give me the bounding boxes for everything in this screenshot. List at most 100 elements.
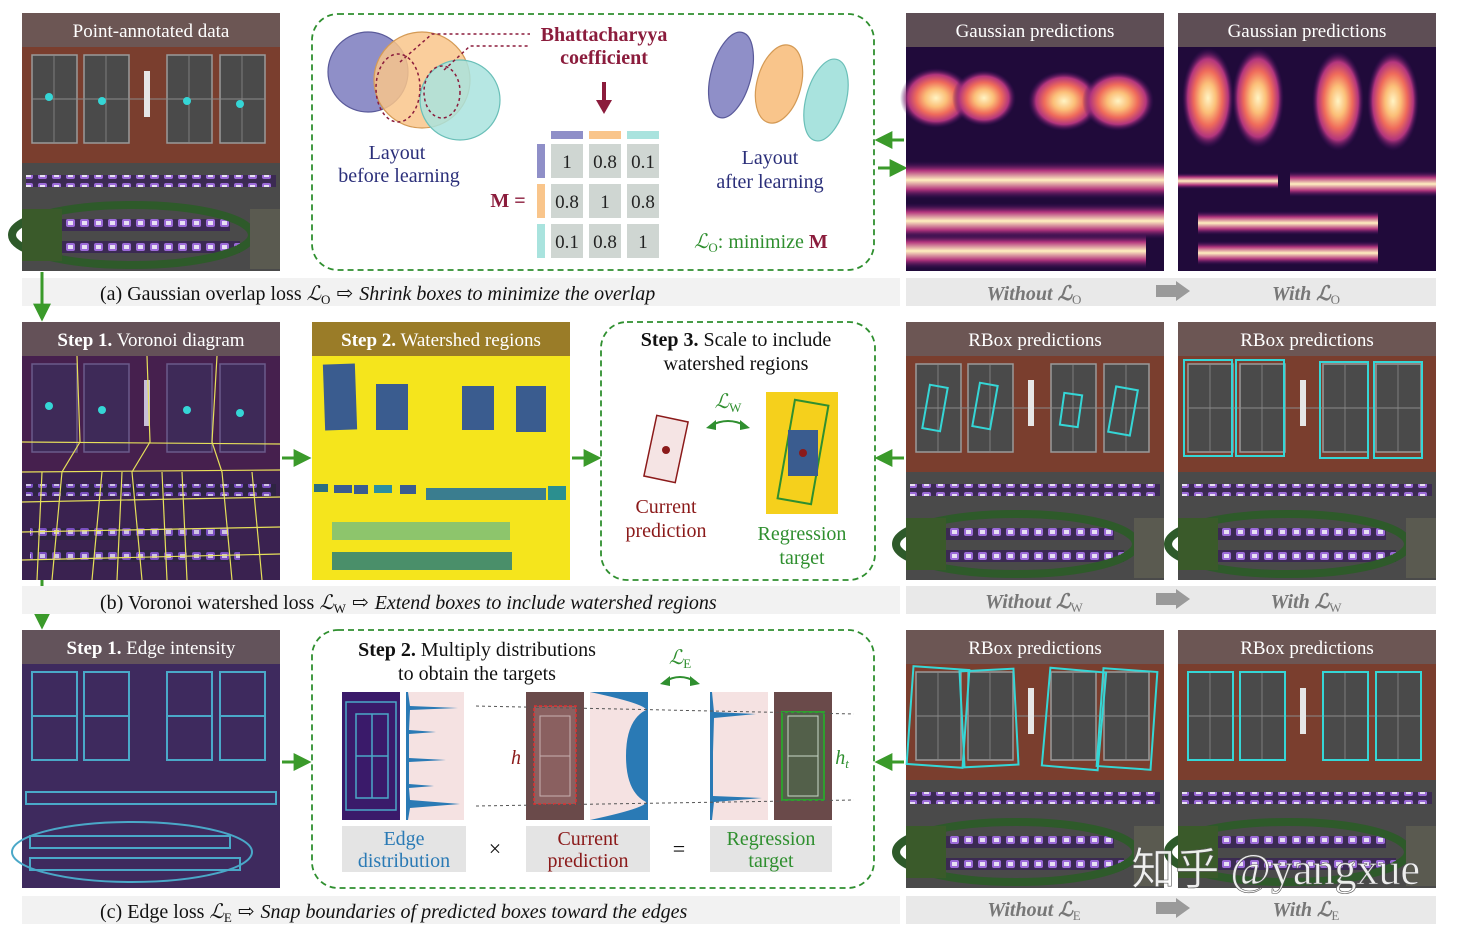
before-label-2: before learning (338, 165, 460, 187)
ellipse-after (803, 58, 849, 142)
matrix-cell (589, 184, 621, 218)
watermark: 知乎 @yangxue (1131, 845, 1420, 894)
leader-line (399, 33, 530, 63)
matrix-value: 1 (562, 152, 572, 173)
edge-tile (342, 692, 400, 820)
step3-title-2: watershed regions (664, 353, 809, 375)
panel-title: Point-annotated data (73, 21, 230, 42)
result-title: RBox predictions (968, 638, 1102, 659)
rbox-with: RBox predictions (1168, 322, 1436, 580)
bc-label-1: Bhattacharyya (541, 24, 668, 46)
point-marker (183, 97, 191, 105)
matrix-value: 0.8 (593, 232, 617, 253)
with-label: With ℒW (1271, 591, 1343, 615)
with-label: With ℒE (1273, 899, 1340, 923)
current-tile (526, 692, 584, 820)
matrix-value: 1 (600, 192, 610, 213)
caption-band-b (22, 586, 900, 614)
row-b: Step 1. Voronoi diagram Step 2. Watershe… (21, 322, 1436, 616)
point-marker (236, 409, 244, 417)
current-label-1: Current (635, 496, 697, 518)
caption-a: (a) Gaussian overlap loss ℒO⇨Shrink boxe… (100, 283, 655, 307)
ellipse-before (419, 59, 501, 141)
point-marker (98, 406, 106, 414)
point-marker (45, 93, 53, 101)
point-marker (45, 402, 53, 410)
result-title: RBox predictions (968, 330, 1102, 351)
gaussian-with: Gaussian predictions (1178, 13, 1436, 271)
compare-arrow (1156, 898, 1190, 918)
caption-band-c (22, 896, 900, 924)
matrix-value: 0.1 (631, 152, 655, 173)
without-label: Without ℒE (987, 899, 1080, 923)
edge-intensity-image: Step 1. Edge intensity (11, 630, 280, 888)
caption-band-a (22, 278, 900, 306)
edge-label-bg (342, 826, 466, 872)
compare-arrow (1156, 281, 1190, 301)
step3-title-1: Step 3. Scale to include (641, 329, 832, 351)
current-label-2: prediction (625, 520, 706, 542)
step2-title: Step 2. Watershed regions (341, 330, 541, 351)
overlap-region (375, 53, 421, 123)
matrix-label: M = (490, 190, 525, 212)
edge-label-1: Edge (383, 828, 424, 850)
point-annotated-image: Point-annotated data (12, 13, 280, 271)
rbox-without-edge: RBox predictions (896, 630, 1164, 888)
matrix-value: 0.8 (593, 152, 617, 173)
ellipse-after (754, 44, 804, 124)
target-label-1: Regression (758, 523, 847, 545)
matrix-cell (551, 224, 583, 258)
rbox-without: RBox predictions (896, 322, 1164, 580)
matrix-value: 0.1 (555, 232, 579, 253)
matrix-cell (627, 144, 659, 178)
result-title: Gaussian predictions (956, 21, 1115, 42)
current-label-1: Current (557, 828, 619, 850)
target-label-bg (710, 826, 832, 872)
matrix-value: 0.8 (555, 192, 579, 213)
result-title: RBox predictions (1240, 638, 1374, 659)
after-label-1: Layout (742, 147, 799, 169)
current-label-2: prediction (547, 850, 628, 872)
current-profile (590, 692, 648, 820)
h-label: h (511, 747, 521, 769)
target-box (776, 398, 830, 506)
compare-arrow (1156, 589, 1190, 609)
matrix-cell (627, 224, 659, 258)
bc-label-2: coefficient (560, 47, 648, 69)
equals-sign: = (673, 836, 685, 861)
point-marker (98, 97, 106, 105)
edge-label-2: distribution (358, 850, 450, 872)
caption-b: (b) Voronoi watershed loss ℒW⇨Extend box… (100, 592, 717, 616)
target-label-2: target (748, 850, 794, 872)
step1-title: Step 1. Voronoi diagram (57, 330, 244, 351)
matrix-cell (627, 184, 659, 218)
matrix-cell (551, 144, 583, 178)
overlap-region (423, 65, 461, 119)
down-arrow-head (596, 100, 612, 114)
target-label-1: Regression (727, 828, 816, 850)
point-marker (183, 406, 191, 414)
ellipse-after (707, 31, 755, 119)
without-label: Without ℒO (987, 283, 1082, 307)
matrix-cell (551, 184, 583, 218)
rbox-with-edge: RBox predictions (1168, 630, 1436, 888)
before-label-1: Layout (369, 142, 426, 164)
target-label-2: target (779, 547, 825, 569)
center-dot (662, 446, 670, 454)
matrix-cell (589, 144, 621, 178)
row-a: Point-annotated data Bhattacharyya coeff… (12, 13, 1436, 307)
with-label: With ℒO (1272, 283, 1340, 307)
ht-label: ht (835, 747, 849, 771)
current-label-bg (526, 826, 650, 872)
row-c: Step 1. Edge intensity Step 2. Multiply … (11, 630, 1436, 925)
times-sign: × (489, 836, 501, 861)
result-title: RBox predictions (1240, 330, 1374, 351)
gaussian-without: Gaussian predictions (900, 13, 1164, 271)
after-label-2: after learning (716, 171, 823, 193)
objective-text: ℒO: minimize M (694, 231, 828, 255)
point-marker (236, 100, 244, 108)
matrix-cell (589, 224, 621, 258)
result-title: Gaussian predictions (1228, 21, 1387, 42)
